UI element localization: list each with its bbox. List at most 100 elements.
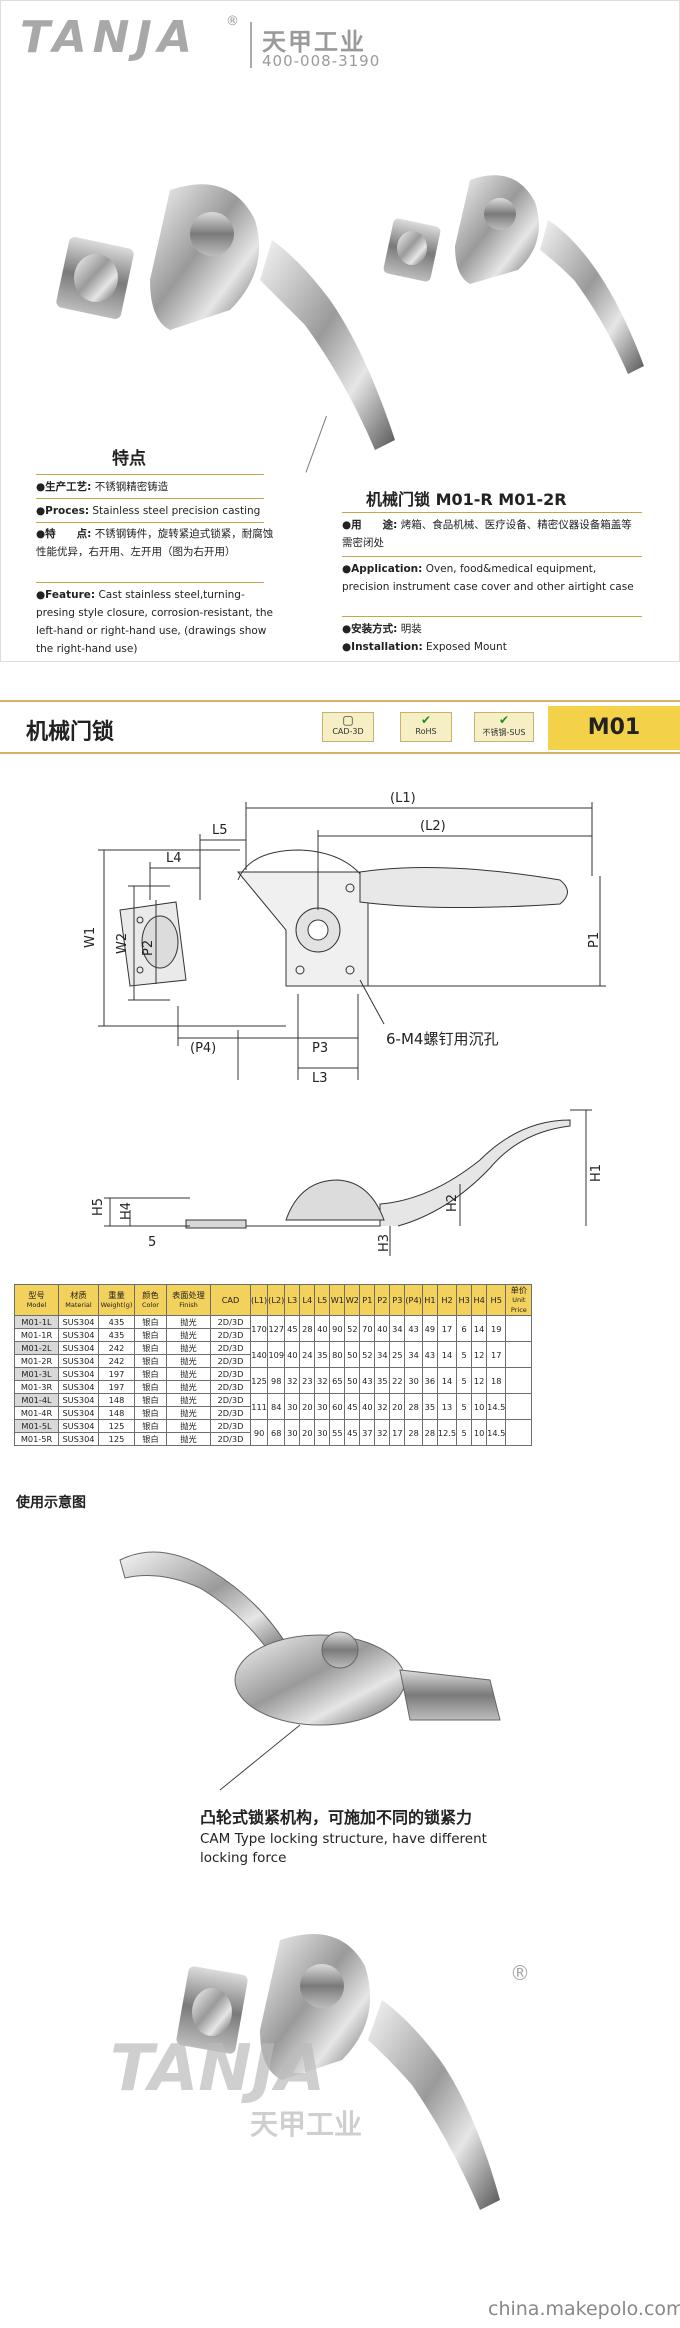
table-cell: 2D/3D — [210, 1380, 251, 1394]
product-photo-1 — [56, 175, 644, 450]
dim-l4: L4 — [166, 851, 182, 866]
table-dim-cell: 13 — [436, 1393, 458, 1420]
table-dim-cell: 30 — [314, 1393, 331, 1420]
table-cell: 抛光 — [166, 1328, 211, 1342]
product-divider — [342, 616, 642, 617]
table-header-cell: W1 — [329, 1284, 346, 1316]
table-cell: 2D/3D — [210, 1419, 251, 1433]
table-dim-cell: 65 — [329, 1367, 346, 1394]
table-cell: M01-3L — [14, 1367, 59, 1381]
dim-screw-note: 6-M4螺钉用沉孔 — [386, 1030, 498, 1048]
header-label-cn: H4 — [473, 1295, 485, 1305]
dim-l1: (L1) — [390, 791, 416, 806]
dim-h4: H4 — [119, 1202, 134, 1220]
feature-row-feature-en: ●Feature: Cast stainless steel,turning-p… — [36, 589, 273, 655]
header-label-cn: P3 — [392, 1295, 403, 1305]
table-cell: 银白 — [134, 1328, 167, 1342]
table-header-cell: H1 — [421, 1284, 438, 1316]
table-dim-cell: 90 — [249, 1419, 269, 1446]
product-code: M01 — [548, 706, 680, 750]
table-cell: 148 — [98, 1393, 135, 1407]
table-cell: M01-2L — [14, 1341, 59, 1355]
dim-w1: W1 — [83, 927, 98, 948]
table-cell: 197 — [98, 1367, 135, 1381]
table-cell: 148 — [98, 1406, 135, 1420]
header-label-cn: 材质 — [70, 1290, 87, 1300]
table-price-cell — [505, 1367, 533, 1394]
dim-h3: H3 — [377, 1234, 392, 1252]
table-header-cell: L4 — [299, 1284, 316, 1316]
table-header-cell: H2 — [436, 1284, 458, 1316]
table-cell: 银白 — [134, 1367, 167, 1381]
table-dim-cell: 25 — [389, 1341, 406, 1368]
table-dim-cell: 34 — [374, 1341, 391, 1368]
header-label-en: Color — [142, 1301, 159, 1309]
table-cell: 435 — [98, 1328, 135, 1342]
table-dim-cell: 52 — [344, 1315, 361, 1342]
table-dim-cell: 5 — [456, 1367, 473, 1394]
company-name: 天甲工业 — [262, 28, 366, 56]
dim-p2: P2 — [141, 940, 156, 956]
header-label-en: Material — [65, 1301, 92, 1309]
dim-p1: P1 — [587, 932, 602, 948]
table-cell: SUS304 — [58, 1328, 99, 1342]
table-header-cell: P2 — [374, 1284, 391, 1316]
table-dim-cell: 30 — [284, 1419, 301, 1446]
table-header-cell: L5 — [314, 1284, 331, 1316]
sus-badge: ✔ 不锈钢-SUS — [474, 712, 534, 742]
table-header-cell: P1 — [359, 1284, 376, 1316]
table-dim-cell: 32 — [284, 1367, 301, 1394]
feature-divider — [36, 522, 264, 523]
table-dim-cell: 14 — [471, 1315, 488, 1342]
table-header-cell: H4 — [471, 1284, 488, 1316]
table-dim-cell: 34 — [389, 1315, 406, 1342]
dim-h5: H5 — [91, 1198, 106, 1216]
features-divider — [36, 474, 264, 475]
table-dim-cell: 43 — [404, 1315, 423, 1342]
table-cell: 2D/3D — [210, 1393, 251, 1407]
header-label-cn: W1 — [330, 1295, 344, 1305]
header-label-cn: W2 — [345, 1295, 359, 1305]
feature-divider — [36, 582, 264, 583]
header-label-cn: (L2) — [268, 1295, 285, 1305]
table-header-cell: (P4) — [404, 1284, 423, 1316]
table-cell: 抛光 — [166, 1315, 211, 1329]
table-cell: 银白 — [134, 1419, 167, 1433]
table-dim-cell: 20 — [389, 1393, 406, 1420]
header-label-cn: P1 — [362, 1295, 373, 1305]
table-cell: 435 — [98, 1315, 135, 1329]
table-header-cell: (L1) — [249, 1284, 269, 1316]
table-cell: 银白 — [134, 1380, 167, 1394]
product-divider — [342, 512, 642, 513]
table-dim-cell: 35 — [421, 1393, 438, 1420]
product-photo-2: TANJA ® 天甲工业 — [110, 1933, 530, 2210]
table-dim-cell: 30 — [404, 1367, 423, 1394]
table-cell: 银白 — [134, 1393, 167, 1407]
table-cell: SUS304 — [58, 1367, 99, 1381]
header-label-cn: CAD — [221, 1295, 240, 1305]
table-cell: 2D/3D — [210, 1406, 251, 1420]
table-dim-cell: 140 — [249, 1341, 269, 1368]
dim-l2: (L2) — [420, 819, 446, 834]
table-dim-cell: 20 — [299, 1419, 316, 1446]
table-dim-cell: 32 — [374, 1393, 391, 1420]
table-dim-cell: 40 — [359, 1393, 376, 1420]
watermark-company: 天甲工业 — [250, 2108, 362, 2141]
table-dim-cell: 49 — [421, 1315, 438, 1342]
table-dim-cell: 170 — [249, 1315, 269, 1342]
table-price-cell — [505, 1393, 533, 1420]
table-cell: 银白 — [134, 1354, 167, 1368]
table-dim-cell: 45 — [344, 1419, 361, 1446]
table-dim-cell: 37 — [359, 1419, 376, 1446]
table-cell: SUS304 — [58, 1380, 99, 1394]
header-label-cn: L4 — [302, 1295, 313, 1305]
product-divider — [342, 556, 642, 557]
table-cell: SUS304 — [58, 1354, 99, 1368]
table-dim-cell: 34 — [404, 1341, 423, 1368]
table-dim-cell: 14.5 — [486, 1419, 507, 1446]
table-dim-cell: 17 — [436, 1315, 458, 1342]
feature-row-process-cn: ●生产工艺: 不锈钢精密铸造 — [36, 481, 169, 493]
